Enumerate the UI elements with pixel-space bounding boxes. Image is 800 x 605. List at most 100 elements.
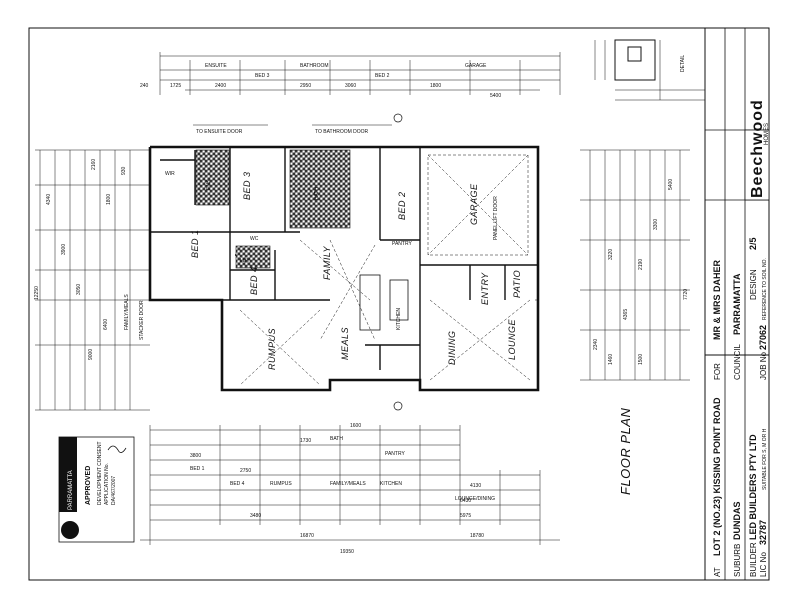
right-dim-5: 4365 (623, 309, 629, 320)
left-label-stacker: STACKER DOOR (139, 300, 145, 340)
title-suburb: DUNDAS (732, 501, 742, 540)
room-label-bed4: BED 4 (249, 266, 259, 295)
left-dim-4: 2160 (91, 159, 97, 170)
room-label-garage: GARAGE (469, 183, 479, 225)
title-council-label: COUNCIL (733, 343, 742, 380)
house-floor-plan (148, 113, 540, 411)
right-dim-8: 1460 (608, 354, 614, 365)
title-client: MR & MRS DAHER (712, 260, 722, 340)
bottom-dim-4: 6430 (460, 498, 471, 504)
top-dim-3: 2950 (300, 83, 311, 89)
door-note-ensuite: TO ENSUITE DOOR (196, 129, 243, 135)
room-label-kitchen: KITCHEN (396, 308, 402, 330)
stamp-council: PARRAMATTA (68, 470, 74, 510)
bottom-label-family-meals: FAMILY/MEALS (330, 481, 366, 487)
stamp-line-2: APPLICATION No. (104, 463, 110, 505)
title-builder: LED BUILDERS PTY LTD (748, 434, 758, 540)
top-dimension-lines (159, 52, 561, 95)
left-dimension-lines (35, 149, 150, 411)
section-marker-b (393, 401, 403, 411)
bottom-dimension-lines (140, 425, 560, 545)
bottom-dim-7: 1730 (300, 438, 311, 444)
right-dim-1: 7720 (683, 289, 689, 300)
room-label-pantry: PANTRY (392, 241, 412, 247)
bottom-dim-10: 2750 (240, 468, 251, 474)
left-dim-5: 1800 (106, 194, 112, 205)
room-label-patio: PATIO (512, 270, 522, 298)
title-lic-label: LIC No (759, 552, 768, 577)
bottom-dim-2: 16870 (300, 533, 314, 539)
section-marker-a (393, 113, 403, 123)
top-dim-4: 3060 (345, 83, 356, 89)
title-suburb-label: SUBURB (733, 544, 742, 577)
title-lot: LOT 2 (NO.23) KISSING POINT ROAD (712, 397, 722, 556)
title-design-label: DESIGN (749, 269, 758, 300)
detail-label: DETAIL (680, 55, 686, 72)
room-label-entry: ENTRY (480, 272, 490, 305)
top-dim-label-bed3: BED 3 (255, 73, 270, 79)
bottom-dim-6: 3480 (250, 513, 261, 519)
top-dim-5: 1800 (430, 83, 441, 89)
title-builder-label: BUILDER (749, 542, 758, 577)
detail-sketch (594, 39, 705, 101)
left-dim-2: 3900 (61, 244, 67, 255)
stamp-line-1: DEVELOPMENT CONSENT (97, 441, 103, 505)
top-dim-2: 2400 (215, 83, 226, 89)
top-dim-1: 1725 (170, 83, 181, 89)
top-dim-label-ensuite: ENSUITE (205, 63, 227, 69)
title-for-label: FOR (713, 363, 722, 380)
floor-plan-title: FLOOR PLAN (618, 408, 633, 495)
room-label-wir: WIR (165, 171, 175, 177)
stamp-line-3: DA/467/2007 (111, 476, 117, 505)
garage-door-note: PANEL LIFT DOOR (493, 196, 499, 240)
title-job-label: JOB No (759, 351, 768, 380)
council-approval-stamp (58, 436, 135, 543)
room-label-lounge: LOUNGE (507, 318, 517, 360)
room-label-wc: WC (250, 236, 259, 242)
laundry-tiles (235, 245, 271, 269)
top-dim-label-bathroom: BATHROOM (300, 63, 329, 69)
bottom-label-bath: BATH (330, 436, 343, 442)
room-label-ens: ENS (206, 179, 212, 190)
left-dim-3: 3050 (76, 284, 82, 295)
room-label-rumpus: RUMPUS (267, 328, 277, 370)
left-dim-9: 6400 (103, 319, 109, 330)
bottom-dim-5: 5975 (460, 513, 471, 519)
bottom-label-bed4: BED 4 (230, 481, 245, 487)
bottom-dim-11: 1600 (350, 423, 361, 429)
left-dim-6: 930 (121, 166, 127, 175)
room-label-ldy: LDY (240, 258, 250, 264)
room-label-bed3: BED 3 (242, 171, 252, 200)
bathroom-tiles (289, 149, 351, 229)
bottom-dim-3: 18780 (470, 533, 484, 539)
left-dim-1: 4340 (46, 194, 52, 205)
brand-logo-text: Beechwood (749, 99, 766, 198)
title-drawing-note: REFERENCE TO SOIL NO. (762, 258, 768, 320)
brand-sub: HOMES (764, 123, 770, 145)
top-dim-label-garage: GARAGE (465, 63, 487, 69)
right-dim-6: 3220 (608, 249, 614, 260)
left-dim-8: 9000 (88, 349, 94, 360)
room-label-dining: DINING (447, 331, 457, 366)
room-label-bed1: BED 1 (190, 229, 200, 258)
right-dim-3: 3300 (653, 219, 659, 230)
room-label-meals: MEALS (340, 327, 350, 360)
bottom-label-pantry: PANTRY (385, 451, 405, 457)
title-at-label: AT (713, 567, 722, 577)
left-dim-7: 12250 (34, 286, 40, 300)
signature-mark (107, 445, 127, 453)
bottom-label-bed1: BED 1 (190, 466, 205, 472)
bottom-label-kitchen: KITCHEN (380, 481, 402, 487)
top-dim-7: 240 (140, 83, 149, 89)
top-dim-label-bed2: BED 2 (375, 73, 390, 79)
garage-car-outline (427, 154, 529, 256)
bottom-label-rumpus: RUMPUS (270, 481, 292, 487)
top-dim-6: 5400 (490, 93, 501, 99)
right-dim-4: 2190 (638, 259, 644, 270)
bottom-label-lounge-dining: LOUNGE/DINING (455, 496, 495, 502)
title-council: PARRAMATTA (732, 273, 742, 335)
title-page: 2/5 (748, 237, 758, 250)
title-job: 27062 (758, 325, 768, 350)
